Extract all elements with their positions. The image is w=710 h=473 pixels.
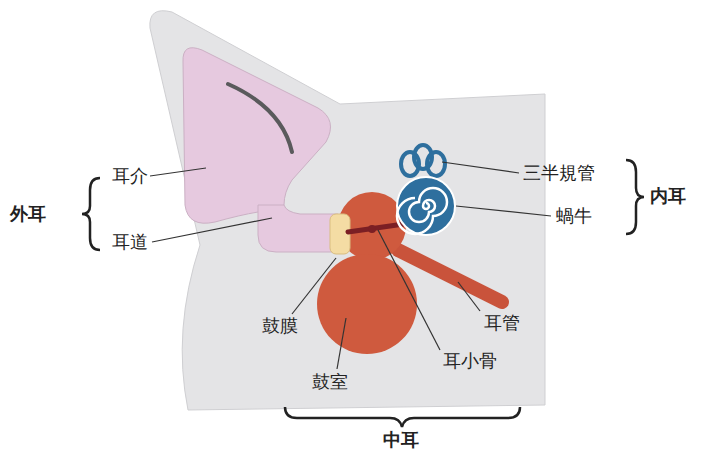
brackets [82, 160, 644, 427]
part-label: 鼓膜 [262, 316, 298, 336]
region-label: 外耳 [10, 204, 46, 224]
part-label: 耳管 [484, 313, 520, 333]
semicircular-canals [401, 145, 445, 176]
part-label: 蝸牛 [556, 206, 592, 226]
region-label: 内耳 [650, 186, 686, 206]
part-label: 耳介 [112, 166, 148, 186]
ossicles [348, 224, 404, 232]
ear-canal [258, 205, 338, 252]
pinna [183, 48, 331, 224]
head-outline [150, 11, 545, 410]
cochlea [397, 177, 455, 235]
part-label: 三半規管 [523, 163, 595, 183]
part-label: 耳道 [112, 232, 148, 252]
region-label: 中耳 [383, 430, 419, 450]
part-label: 耳小骨 [443, 351, 497, 371]
tympanic-cavity [317, 254, 417, 354]
ossicle-knob [368, 225, 376, 233]
part-label: 鼓室 [312, 372, 348, 392]
pinna-fold [228, 84, 292, 152]
cochlea-spiral [397, 188, 447, 234]
leader-lines [150, 162, 551, 369]
